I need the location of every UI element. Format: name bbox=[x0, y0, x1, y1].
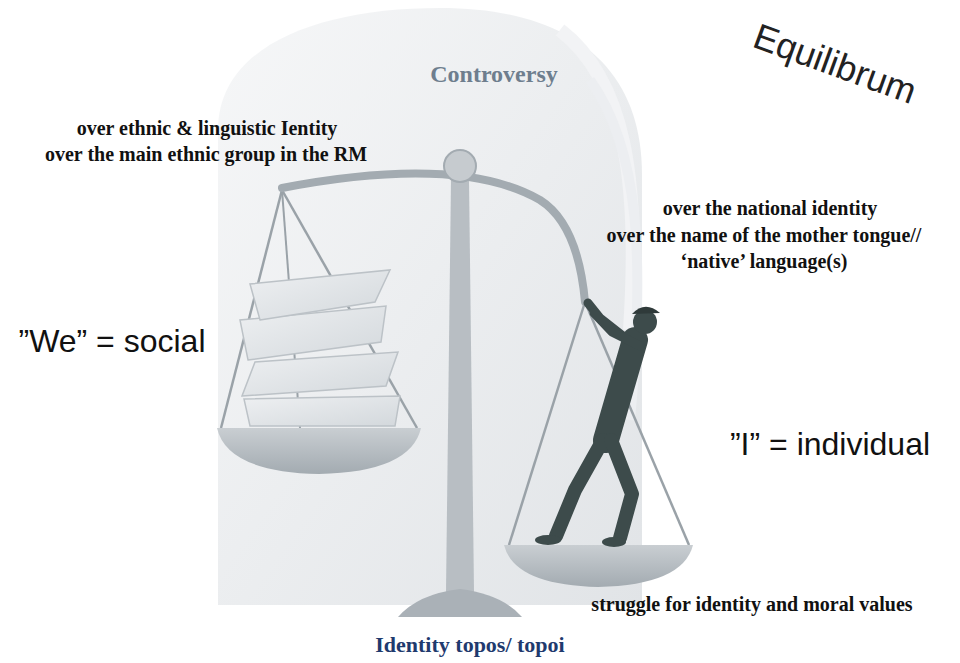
paper-stack bbox=[244, 396, 400, 426]
diagram-caption: Identity topos/ topoi bbox=[375, 632, 564, 658]
pan-string bbox=[585, 302, 689, 545]
controversy-note: over the national identity bbox=[663, 196, 878, 220]
equilibrium-heading: Equilibrum bbox=[748, 14, 923, 113]
scale-base bbox=[398, 589, 522, 617]
controversy-note: over ethnic & linguistic Ientity bbox=[77, 116, 338, 140]
controversy-note: over the main ethnic group in the RM bbox=[45, 142, 367, 166]
man-figure bbox=[556, 303, 640, 538]
controversy-heading: Controversy bbox=[430, 60, 558, 89]
struggle-note: struggle for identity and moral values bbox=[591, 592, 912, 616]
arch-ground bbox=[218, 8, 642, 605]
man-foot bbox=[602, 537, 626, 547]
man-hat bbox=[632, 307, 660, 314]
left-pan bbox=[217, 428, 421, 474]
scale-post bbox=[446, 178, 474, 592]
right-pan bbox=[504, 545, 693, 587]
arch-arc bbox=[560, 30, 633, 330]
paper-stack bbox=[242, 352, 398, 396]
man-foot bbox=[535, 535, 561, 545]
controversy-note: over the name of the mother tongue// ‘na… bbox=[574, 222, 954, 274]
scale-beam bbox=[282, 174, 585, 302]
social-label: ”We” = social bbox=[18, 322, 205, 360]
scale-pivot bbox=[444, 150, 476, 182]
individual-label: ”I” = individual bbox=[730, 425, 930, 463]
paper-stack bbox=[250, 270, 390, 320]
